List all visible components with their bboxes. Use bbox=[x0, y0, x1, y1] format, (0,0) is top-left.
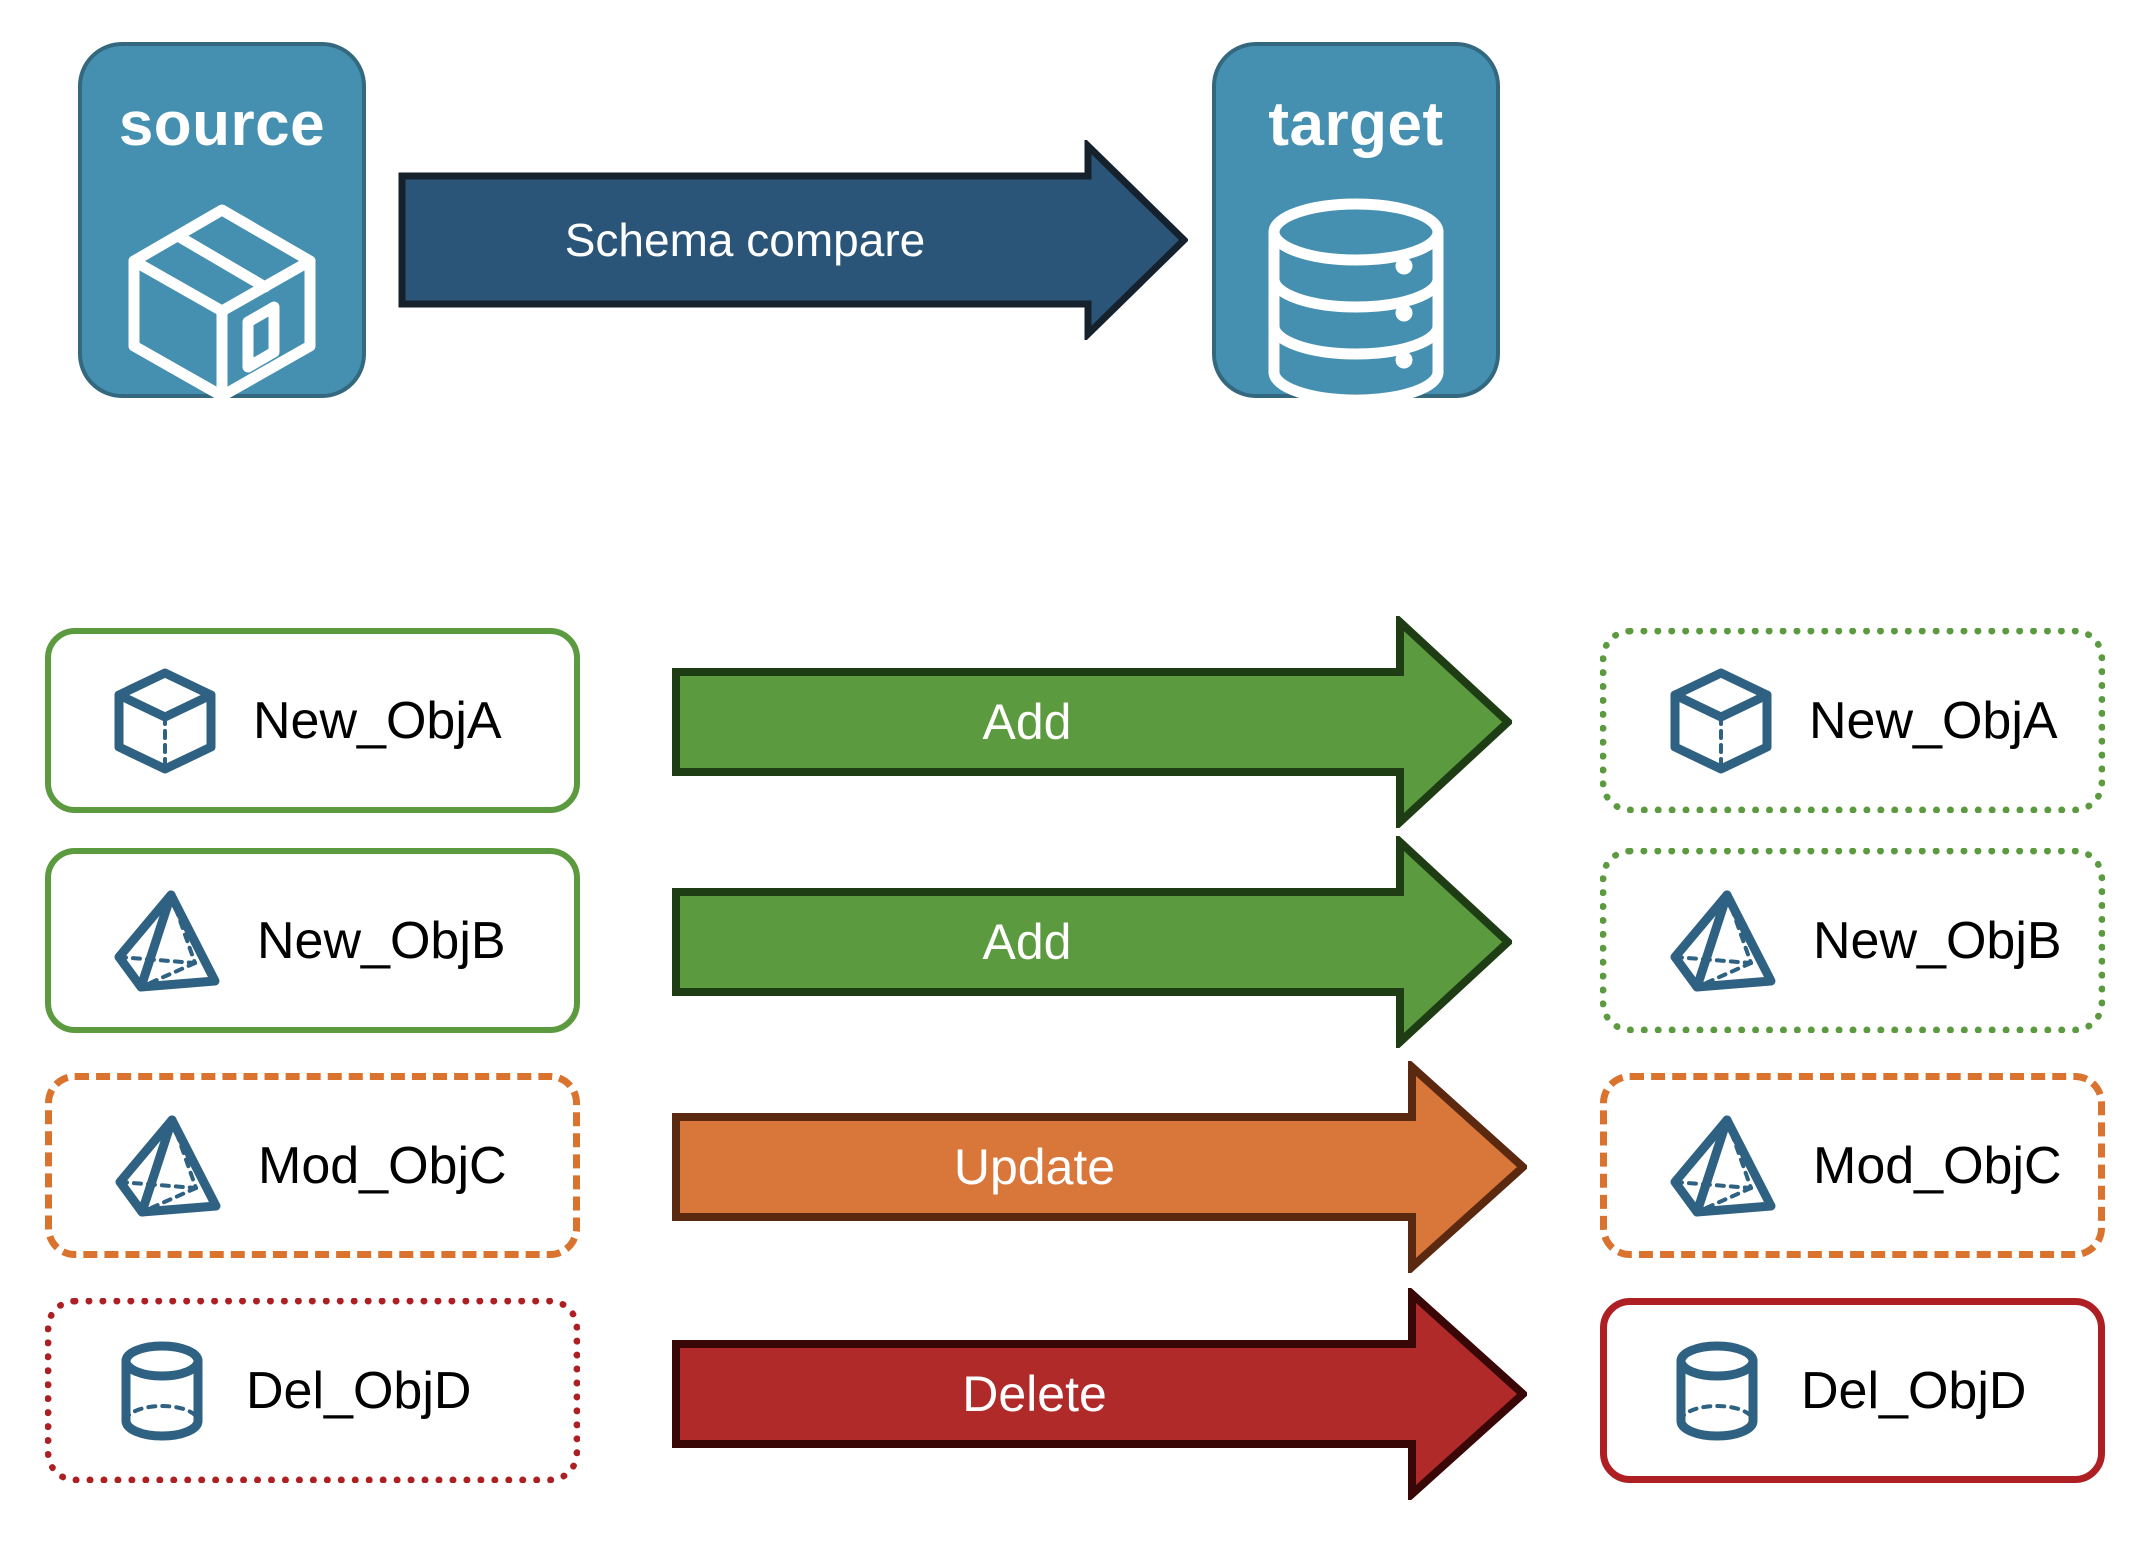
pyramid-wireframe-icon bbox=[112, 1110, 224, 1222]
action-arrow-label: Update bbox=[953, 1139, 1116, 1195]
target-object-label: Del_ObjD bbox=[1801, 1361, 2027, 1420]
source-object-card[interactable]: Mod_ObjC bbox=[45, 1073, 580, 1258]
database-cylinder-icon bbox=[1256, 196, 1456, 413]
source-object-card[interactable]: New_ObjB bbox=[45, 848, 580, 1033]
pyramid-wireframe-icon bbox=[1667, 1110, 1779, 1222]
pyramid-wireframe-icon bbox=[1667, 885, 1779, 997]
target-object-card[interactable]: New_ObjB bbox=[1600, 848, 2105, 1033]
action-arrow-label: Add bbox=[982, 694, 1072, 750]
target-object-label: Mod_ObjC bbox=[1813, 1136, 2062, 1195]
cube-wireframe-icon bbox=[111, 665, 219, 777]
action-arrow-label: Add bbox=[982, 914, 1072, 970]
target-endpoint-card: target bbox=[1212, 42, 1500, 406]
package-box-3d-icon bbox=[122, 196, 322, 406]
schema-compare-label: Schema compare bbox=[564, 214, 926, 266]
source-object-label: Del_ObjD bbox=[246, 1361, 472, 1420]
target-object-label: New_ObjA bbox=[1809, 691, 2058, 750]
target-object-label: New_ObjB bbox=[1813, 911, 2062, 970]
action-arrow-label: Delete bbox=[962, 1366, 1107, 1422]
source-object-card[interactable]: Del_ObjD bbox=[45, 1298, 580, 1483]
action-arrow-add: Add bbox=[672, 836, 1512, 1048]
target-object-card[interactable]: Mod_ObjC bbox=[1600, 1073, 2105, 1258]
pyramid-wireframe-icon bbox=[111, 885, 223, 997]
target-object-card[interactable]: New_ObjA bbox=[1600, 628, 2105, 813]
source-endpoint-card: source bbox=[78, 42, 366, 402]
cylinder-wireframe-icon bbox=[1667, 1335, 1767, 1447]
source-object-card[interactable]: New_ObjA bbox=[45, 628, 580, 813]
action-arrow-add: Add bbox=[672, 616, 1512, 828]
target-object-card[interactable]: Del_ObjD bbox=[1600, 1298, 2105, 1483]
source-object-label: New_ObjA bbox=[253, 691, 502, 750]
source-object-label: New_ObjB bbox=[257, 911, 506, 970]
target-endpoint-label: target bbox=[1268, 90, 1444, 159]
schema-compare-arrow: Schema compare bbox=[398, 140, 1188, 340]
source-object-label: Mod_ObjC bbox=[258, 1136, 507, 1195]
source-endpoint-label: source bbox=[118, 90, 326, 159]
cube-wireframe-icon bbox=[1667, 665, 1775, 777]
cylinder-wireframe-icon bbox=[112, 1335, 212, 1447]
action-arrow-update: Update bbox=[672, 1061, 1527, 1273]
action-arrow-delete: Delete bbox=[672, 1288, 1527, 1500]
